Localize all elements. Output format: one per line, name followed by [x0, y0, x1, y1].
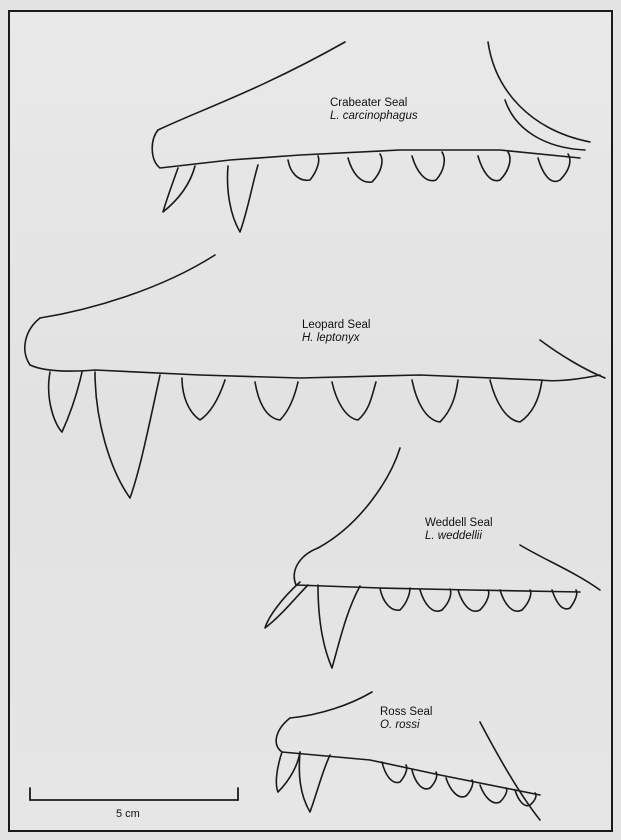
scientific-name: L. weddellii: [425, 530, 493, 543]
crabeater-seal-jaw: [152, 42, 590, 232]
scientific-name: L. carcinophagus: [330, 110, 418, 123]
common-name: Crabeater Seal: [330, 97, 407, 109]
common-name: Ross Seal: [380, 706, 432, 718]
common-name: Weddell Seal: [425, 517, 493, 529]
label-weddell-seal: Weddell Seal L. weddellii: [425, 517, 493, 543]
scale-bar: [30, 788, 238, 800]
scientific-name: H. leptonyx: [302, 332, 370, 345]
leopard-seal-jaw: [25, 255, 605, 498]
label-crabeater-seal: Crabeater Seal L. carcinophagus: [330, 97, 418, 123]
label-ross-seal: Ross Seal O. rossi: [380, 706, 432, 732]
weddell-seal-jaw: [265, 448, 600, 668]
scientific-name: O. rossi: [380, 719, 432, 732]
scale-bar-label: 5 cm: [116, 808, 140, 820]
label-leopard-seal: Leopard Seal H. leptonyx: [302, 319, 370, 345]
common-name: Leopard Seal: [302, 319, 370, 331]
